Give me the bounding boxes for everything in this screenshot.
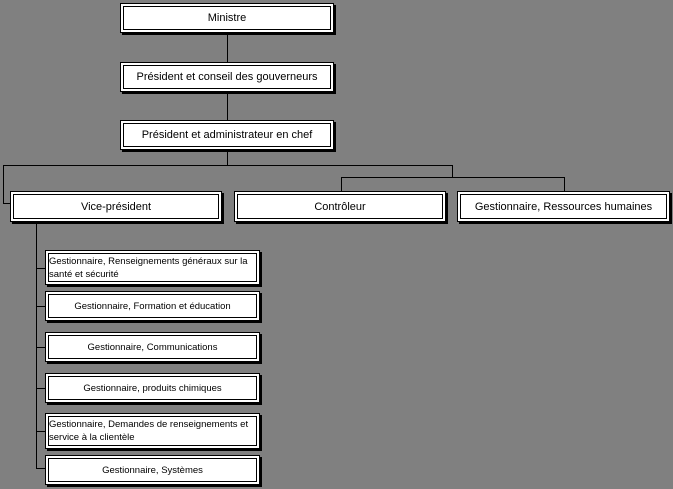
connector-controller (341, 177, 342, 191)
connector-level2-bus (3, 165, 453, 166)
manager-systems-box: Gestionnaire, Systèmes (45, 455, 260, 485)
hr-manager-label: Gestionnaire, Ressources humaines (474, 200, 653, 213)
connector-vp-stub (3, 203, 12, 204)
manager-inquiries-label: Gestionnaire, Demandes de renseignements… (49, 419, 249, 443)
vice-president-label: Vice-président (80, 200, 152, 213)
connector-bus-right (452, 165, 453, 177)
connector-secondary-bus (341, 177, 564, 178)
manager-training-label: Gestionnaire, Formation et éducation (74, 300, 231, 312)
connector-report-1 (36, 268, 45, 269)
connector-vp-spine (36, 222, 37, 468)
manager-inquiries-box: Gestionnaire, Demandes de renseignements… (45, 413, 260, 449)
board-label: Président et conseil des gouverneurs (136, 71, 318, 83)
manager-health-safety-label: Gestionnaire, Renseignements généraux su… (49, 255, 248, 280)
manager-communications-label: Gestionnaire, Communications (87, 341, 218, 353)
minister-box: Ministre (120, 3, 334, 33)
connector-report-4 (36, 388, 45, 389)
connector-minister-board (227, 33, 228, 62)
connector-board-ceo (227, 92, 228, 120)
hr-manager-box: Gestionnaire, Ressources humaines (457, 191, 670, 222)
vice-president-box: Vice-président (10, 191, 222, 222)
connector-report-3 (36, 347, 45, 348)
ceo-box: Président et administrateur en chef (120, 120, 334, 150)
connector-ceo-down (227, 150, 228, 165)
manager-health-safety-box: Gestionnaire, Renseignements généraux su… (45, 250, 260, 285)
connector-vp-left (3, 165, 4, 203)
minister-label: Ministre (207, 12, 247, 24)
connector-report-2 (36, 306, 45, 307)
board-box: Président et conseil des gouverneurs (120, 62, 334, 92)
connector-report-6 (36, 468, 45, 469)
ceo-label: Président et administrateur en chef (141, 129, 313, 141)
manager-chemicals-label: Gestionnaire, produits chimiques (83, 382, 222, 394)
manager-communications-box: Gestionnaire, Communications (45, 332, 260, 362)
manager-chemicals-box: Gestionnaire, produits chimiques (45, 373, 260, 403)
connector-report-5 (36, 431, 45, 432)
manager-training-box: Gestionnaire, Formation et éducation (45, 291, 260, 321)
controller-box: Contrôleur (234, 191, 446, 222)
controller-label: Contrôleur (314, 200, 366, 213)
connector-hr (564, 177, 565, 191)
manager-systems-label: Gestionnaire, Systèmes (102, 464, 203, 476)
